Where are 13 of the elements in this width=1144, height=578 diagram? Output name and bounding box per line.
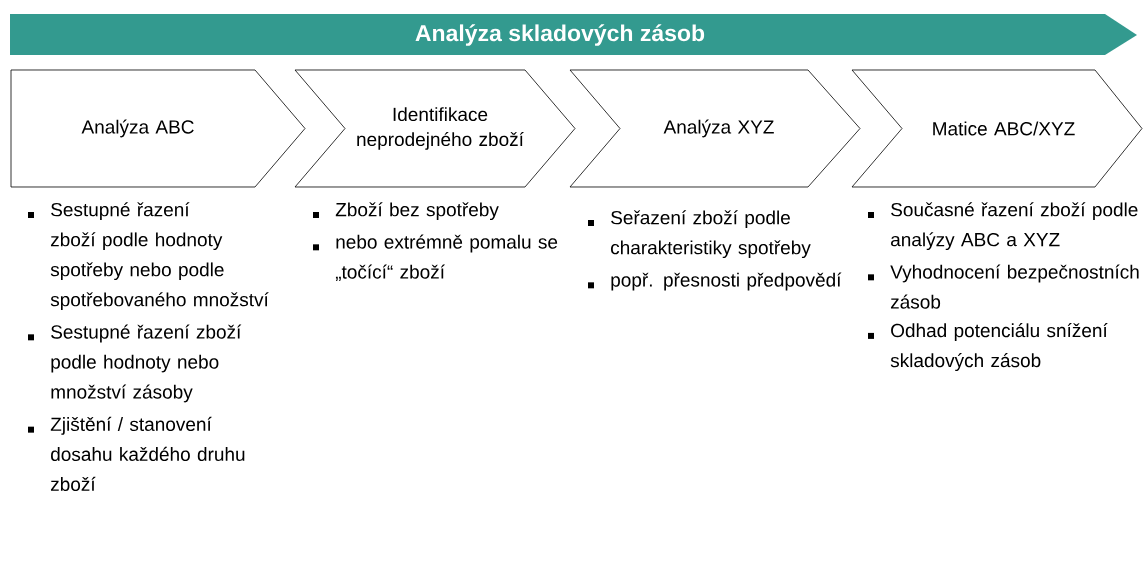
bullet-item: Vyhodnocení bezpečnostních zásob: [890, 264, 1139, 309]
bullet-item: popř. přesnosti předpovědí: [611, 272, 842, 291]
chevron-box: Analýza XYZ: [569, 69, 861, 188]
bullet-item: Odhad potenciálu snížení skladových zásob: [890, 323, 1108, 372]
bullet-item: Sestupné řazení zboží podle hodnoty spotřeby nebo podle spotřebovaného množství: [50, 202, 269, 311]
bullet-item: Zboží bez spotřeby: [335, 202, 499, 221]
bullet-item: nebo extrémně pomalu se „točící“ zboží: [335, 234, 558, 281]
chevron-box: Matice ABC/XYZ: [851, 69, 1143, 188]
bullet-item: Zjištění / stanovení dosahu každého druhu zboží: [50, 416, 245, 492]
bullet-item: Sestupné řazení zboží podle hodnoty nebo množství zásoby: [51, 324, 242, 403]
bullet-item: Současné řazení zboží podle analýzy ABC a XYZ: [891, 202, 1138, 251]
chevron-box: Analýza ABC: [10, 69, 306, 188]
chevron-box: Identifikace neprodejného zboží: [294, 69, 576, 188]
